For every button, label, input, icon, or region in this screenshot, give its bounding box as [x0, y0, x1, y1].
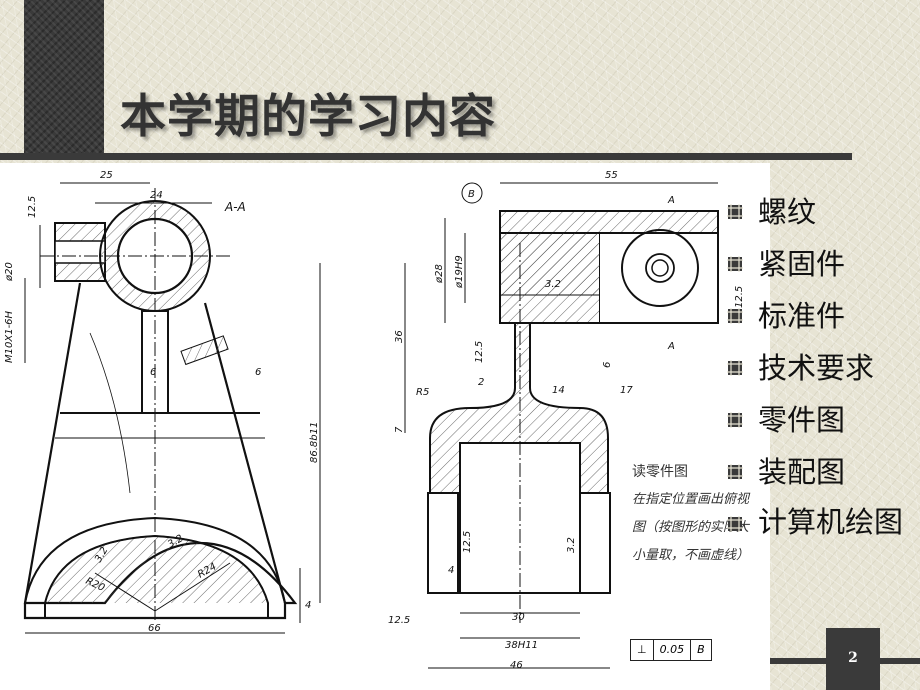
- crosshatch-square-bullet-icon: [727, 412, 743, 428]
- dim-17: 17: [620, 385, 633, 396]
- crosshatch-square-bullet-icon: [727, 204, 743, 220]
- topic-label: 标准件: [758, 299, 846, 333]
- dim-d19h9: ø19H9: [454, 255, 465, 289]
- perpendicularity-icon: ⊥: [631, 640, 654, 660]
- left-part-view: 25 24 A-A ø20 M10X1-6H 12.5 6 6 3.2 3.2 …: [4, 170, 321, 634]
- dim-6b: 6: [255, 367, 261, 378]
- crosshatch-square-bullet-icon: [727, 516, 743, 532]
- dim-2: 2: [478, 377, 484, 388]
- title-underline: [0, 153, 852, 160]
- crosshatch-square-bullet-icon: [727, 256, 743, 272]
- rough-12-5-b: 12.5: [734, 286, 745, 308]
- section-label: A-A: [224, 200, 246, 214]
- section-mark-a-bottom: A: [667, 341, 675, 352]
- dim-55: 55: [605, 170, 618, 181]
- engineering-drawing-panel: 25 24 A-A ø20 M10X1-6H 12.5 6 6 3.2 3.2 …: [0, 163, 770, 690]
- topic-item[interactable]: 技术要求: [724, 348, 920, 400]
- topic-item[interactable]: 零件图: [724, 400, 920, 452]
- topic-item[interactable]: 螺纹: [724, 192, 920, 244]
- rough-12-5-d: 12.5: [388, 615, 410, 626]
- slide-title: 本学期的学习内容: [120, 89, 496, 143]
- rough-12-5-c: 12.5: [462, 531, 473, 553]
- rough-12-5-left: 12.5: [27, 196, 38, 218]
- topic-label: 装配图: [758, 455, 846, 489]
- dim-86-8b11: 86.8b11: [309, 422, 320, 463]
- topic-item[interactable]: 标准件: [724, 296, 920, 348]
- page-number-box: [826, 628, 880, 690]
- note-line-1: 在指定位置画出俯视: [632, 492, 750, 507]
- geometric-tolerance-frame: ⊥ 0.05 B: [630, 639, 712, 661]
- dim-thread: M10X1-6H: [4, 310, 15, 363]
- crosshatch-square-bullet-icon: [727, 464, 743, 480]
- dim-14: 14: [552, 385, 565, 396]
- dim-4-right: 4: [448, 565, 454, 576]
- topic-list: 螺纹 紧固件 标准件 技术要求 零件图 装配图 计算机绘图: [724, 192, 920, 556]
- page-number: 2: [848, 650, 858, 666]
- topic-label: 零件图: [758, 403, 846, 437]
- topic-item[interactable]: 紧固件: [724, 244, 920, 296]
- dim-r5: R5: [416, 387, 429, 398]
- note-title: 读零件图: [632, 464, 688, 480]
- dim-d20: ø20: [4, 262, 15, 282]
- crosshatch-square-bullet-icon: [727, 308, 743, 324]
- topic-label: 技术要求: [758, 351, 875, 385]
- topic-item[interactable]: 计算机绘图: [724, 504, 920, 556]
- note-line-3: 小量取，不画虚线）: [632, 548, 750, 563]
- rough-3-2-b-right: 3.2: [566, 537, 577, 553]
- crosshatch-square-bullet-icon: [727, 360, 743, 376]
- dim-25: 25: [100, 170, 113, 181]
- topic-item[interactable]: 装配图: [724, 452, 920, 504]
- engineering-drawing: 25 24 A-A ø20 M10X1-6H 12.5 6 6 3.2 3.2 …: [4, 170, 745, 671]
- tolerance-datum: B: [697, 643, 705, 656]
- dim-4-left: 4: [305, 600, 311, 611]
- right-part-view: B 55 A A ø28 ø19H9 36 R5 7 2 14 17 6 4 3…: [388, 170, 745, 671]
- rough-12-5-a: 12.5: [474, 341, 485, 363]
- dim-38h11: 38H11: [505, 640, 538, 651]
- dim-7: 7: [394, 426, 405, 433]
- dim-6-right: 6: [602, 362, 613, 368]
- dim-6a: 6: [150, 367, 156, 378]
- note-line-2: 图（按图形的实际大: [632, 520, 750, 535]
- dim-66: 66: [148, 623, 161, 634]
- topic-label: 螺纹: [758, 195, 817, 229]
- datum-b: B: [468, 189, 475, 200]
- topic-label: 紧固件: [758, 247, 846, 281]
- tolerance-value: 0.05: [654, 640, 692, 660]
- topic-label: 计算机绘图: [758, 505, 904, 539]
- dim-30: 30: [512, 612, 525, 623]
- rough-3-2-top: 3.2: [545, 279, 561, 290]
- dim-36: 36: [394, 330, 405, 343]
- dim-24: 24: [150, 190, 163, 201]
- dim-d28: ø28: [434, 264, 445, 284]
- dim-46: 46: [510, 660, 523, 671]
- decorative-dark-band: [24, 0, 104, 158]
- section-mark-a-top: A: [667, 195, 675, 206]
- reading-note: 读零件图 在指定位置画出俯视 图（按图形的实际大 小量取，不画虚线）: [632, 458, 777, 598]
